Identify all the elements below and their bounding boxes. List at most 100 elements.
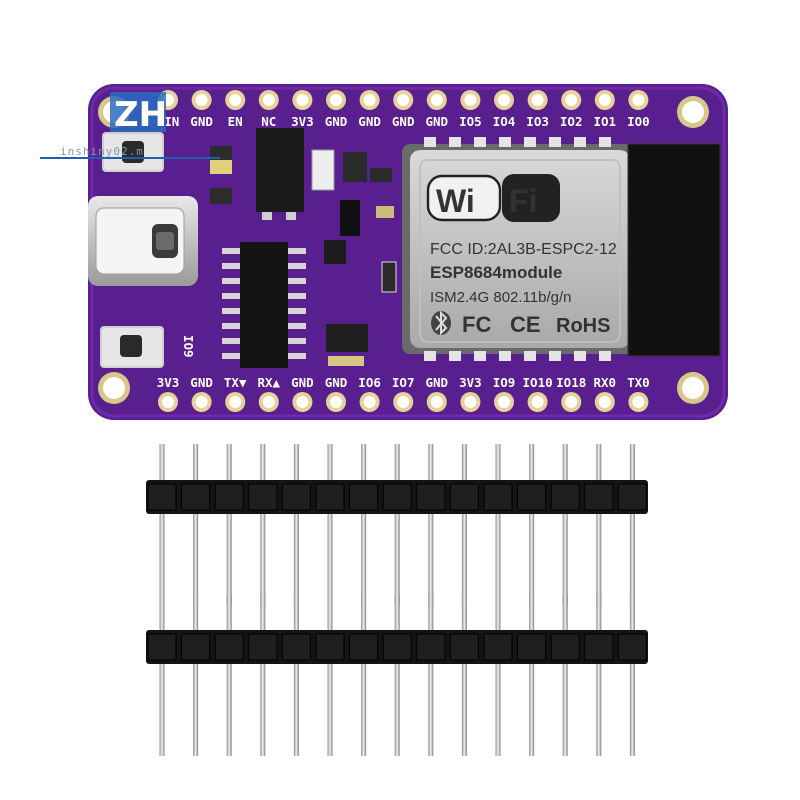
pin-pad	[594, 392, 615, 412]
pin-pad	[628, 90, 649, 110]
bottom-pin-label: IO18	[556, 375, 586, 390]
pin-pad	[258, 90, 279, 110]
header-pin	[461, 664, 467, 756]
header-pin	[260, 594, 266, 630]
top-pin-label: 3V3	[291, 114, 314, 129]
header-pin	[193, 514, 199, 606]
watermark-store-text: inshiny02.m	[60, 145, 144, 158]
header-pin	[629, 514, 635, 606]
header-pin	[159, 444, 165, 480]
module-pad	[599, 137, 611, 147]
header-pin	[529, 594, 535, 630]
header-pin	[495, 514, 501, 606]
header-pin	[596, 514, 602, 606]
voltage-regulator	[256, 128, 304, 220]
header-cell	[483, 633, 513, 661]
header-pin	[428, 444, 434, 480]
header-pin	[226, 594, 232, 630]
header-pin	[461, 514, 467, 606]
bottom-pin-label: IO9	[493, 375, 516, 390]
ic-pin	[222, 338, 240, 344]
header-cell	[349, 483, 379, 511]
top-pin-label: NC	[261, 114, 276, 129]
bluetooth-icon	[431, 310, 451, 336]
top-pin-label: GND	[426, 114, 449, 129]
module-pad	[474, 351, 486, 361]
header-pin	[529, 664, 535, 756]
module-pad	[524, 351, 536, 361]
header-cell	[517, 633, 547, 661]
module-pad	[599, 351, 611, 361]
header-pin	[596, 444, 602, 480]
fcc-id: FCC ID:2AL3B-ESPC2-12	[430, 241, 617, 258]
bottom-pin-label: GND	[325, 375, 348, 390]
header-pin	[596, 664, 602, 756]
module-pad	[449, 137, 461, 147]
bottom-pin-label: 3V3	[157, 375, 180, 390]
pin-pad	[225, 392, 246, 412]
header-pin	[293, 514, 299, 606]
bottom-pin-label: GND	[426, 375, 449, 390]
header-cell	[584, 483, 614, 511]
ic-pin	[222, 293, 240, 299]
pin-pad	[258, 392, 279, 412]
pin-pad	[359, 392, 380, 412]
header-pin	[428, 514, 434, 606]
header-pin	[293, 664, 299, 756]
header-cell	[248, 483, 278, 511]
top-pin-label: IO1	[594, 114, 617, 129]
bottom-pin-label: IO10	[523, 375, 553, 390]
pin-pad	[460, 90, 481, 110]
top-pin-label: EN	[228, 114, 243, 129]
ic-pin	[288, 278, 306, 284]
module-pad	[524, 137, 536, 147]
module-pad	[574, 351, 586, 361]
header-pin	[361, 664, 367, 756]
header-pin	[495, 444, 501, 480]
header-pin	[562, 514, 568, 606]
pin-pad	[225, 90, 246, 110]
header-pin	[428, 594, 434, 630]
header-pin	[293, 594, 299, 630]
pin-pad	[594, 90, 615, 110]
pin-pad	[326, 392, 346, 412]
header-cell	[449, 633, 479, 661]
header-pin	[260, 664, 266, 756]
rohs-mark: RoHS	[556, 315, 610, 337]
pin-pad	[393, 90, 414, 110]
header-pin	[394, 514, 400, 606]
header-pin	[293, 444, 299, 480]
header-pin	[361, 594, 367, 630]
bottom-pin-label: GND	[291, 375, 314, 390]
watermark-logo-text: ZH	[114, 95, 167, 135]
header-cell	[416, 483, 446, 511]
pin-pad	[191, 90, 212, 110]
module-spec: ISM2.4G 802.11b/g/n	[430, 289, 571, 306]
module-pad	[424, 137, 436, 147]
header-pin	[562, 594, 568, 630]
pin-pad	[460, 392, 481, 412]
bottom-pin-label: RX▲	[258, 375, 281, 390]
module-pads	[424, 137, 611, 361]
pin-header-strip	[146, 444, 648, 606]
header-pin	[226, 444, 232, 480]
ic-pin	[288, 323, 306, 329]
pin-pad	[494, 392, 514, 412]
header-pin	[193, 664, 199, 756]
header-pin	[495, 594, 501, 630]
header-pin	[193, 444, 199, 480]
wifi-logo-right: Fi	[509, 183, 537, 219]
ic-pin	[288, 308, 306, 314]
header-pin	[159, 594, 165, 630]
smd-components	[210, 146, 397, 366]
header-pin	[159, 664, 165, 756]
header-cell	[584, 633, 614, 661]
module-pad	[424, 351, 436, 361]
module-pad	[474, 137, 486, 147]
header-pin	[327, 514, 333, 606]
header-pin	[327, 594, 333, 630]
bottom-pin-label: GND	[190, 375, 213, 390]
bottom-pin-label: TX▼	[224, 375, 247, 390]
top-pin-label: IO5	[459, 114, 482, 129]
